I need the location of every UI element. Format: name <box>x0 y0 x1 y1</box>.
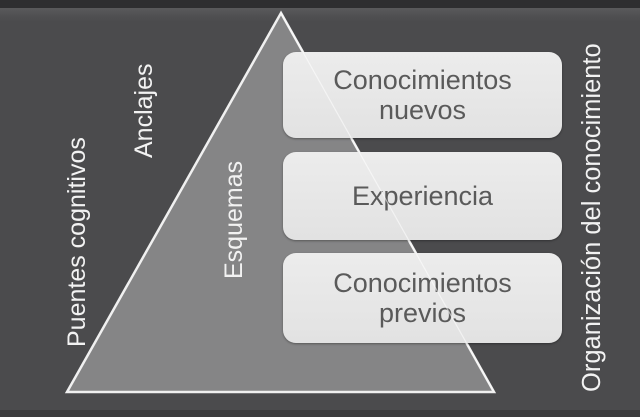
label-esquemas: Esquemas <box>220 160 248 279</box>
label-organizacion-del-conocimiento: Organización del conocimiento <box>578 43 606 392</box>
layer-3-line-2: previos <box>378 298 467 328</box>
layer-box-conocimientos-nuevos: Conocimientos nuevos <box>283 52 562 138</box>
bottom-strip <box>0 410 640 417</box>
layer-1-line-1: Conocimientos <box>333 65 512 95</box>
top-dark-strip <box>0 0 640 8</box>
layer-2-line-1: Experiencia <box>351 181 494 211</box>
label-puentes-cognitivos: Puentes cognitivos <box>63 137 91 347</box>
layer-box-experiencia: Experiencia <box>283 152 562 240</box>
layer-3-line-1: Conocimientos <box>333 268 512 298</box>
layer-box-conocimientos-previos: Conocimientos previos <box>283 253 562 343</box>
label-anclajes: Anclajes <box>130 63 158 159</box>
layer-1-line-2: nuevos <box>378 95 467 125</box>
